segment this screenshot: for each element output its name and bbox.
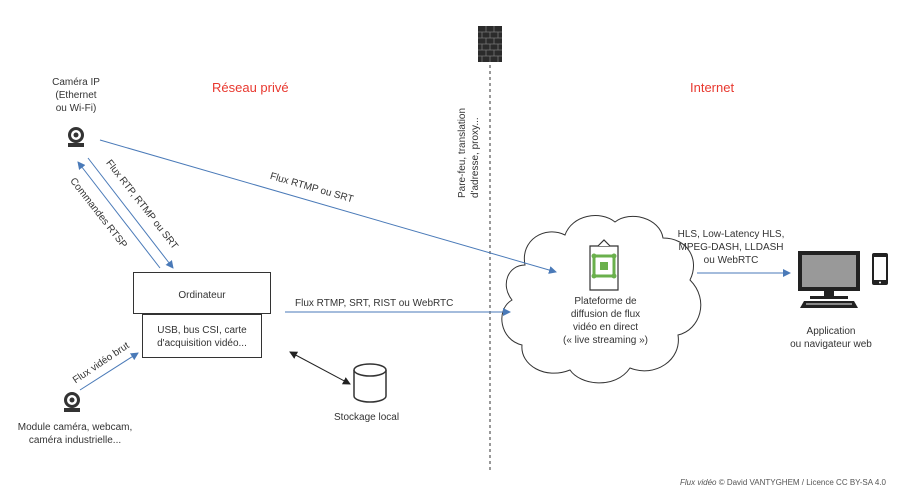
flow-computer-out-label: Flux RTMP, SRT, RIST ou WebRTC: [295, 298, 454, 309]
arrow-ip-camera-to-computer: [87, 157, 174, 269]
computer-title: Ordinateur: [178, 290, 226, 301]
credit-text: © David VANTYGHEM / Licence CC BY-SA 4.0: [718, 478, 886, 487]
smartphone-icon: [872, 253, 888, 285]
firewall-icon: [478, 26, 502, 62]
flow-delivery-label: HLS, Low-Latency HLS, MPEG-DASH, LLDASH …: [677, 229, 785, 266]
arrow-ip-camera-to-platform: [99, 139, 557, 274]
arrow-computer-storage: [289, 351, 351, 385]
storage-label: Stockage local: [334, 412, 400, 423]
webcam-icon: [64, 392, 80, 412]
platform-icon: [589, 239, 619, 291]
computer-io-label: USB, bus CSI, carte d'acquisition vidéo.…: [157, 325, 247, 349]
ip-camera-icon: [68, 127, 84, 147]
monitor-icon: [798, 251, 860, 308]
computer-io-box: USB, bus CSI, carte d'acquisition vidéo.…: [142, 314, 262, 358]
credit-title: Flux vidéo: [680, 478, 717, 487]
platform-label: Plateforme de diffusion de flux vidéo en…: [562, 296, 649, 346]
credit-line: Flux vidéo © David VANTYGHEM / Licence C…: [680, 478, 886, 487]
storage-icon: [353, 363, 387, 403]
streaming-cloud: [501, 215, 702, 384]
camera-module-label: Module caméra, webcam, caméra industriel…: [17, 422, 133, 446]
client-label: Application ou navigateur web: [790, 326, 872, 350]
zone-internet-label: Internet: [690, 80, 735, 95]
arrow-webcam-to-computer: [79, 352, 139, 391]
ip-camera-label: Caméra IP (Ethernet ou Wi-Fi): [52, 77, 100, 114]
firewall-label: Pare-feu, translation d'adresse, proxy..…: [457, 107, 481, 198]
arrow-computer-to-ip-camera: [77, 161, 161, 269]
computer-box: Ordinateur: [133, 272, 271, 314]
zone-private-label: Réseau privé: [212, 80, 289, 95]
